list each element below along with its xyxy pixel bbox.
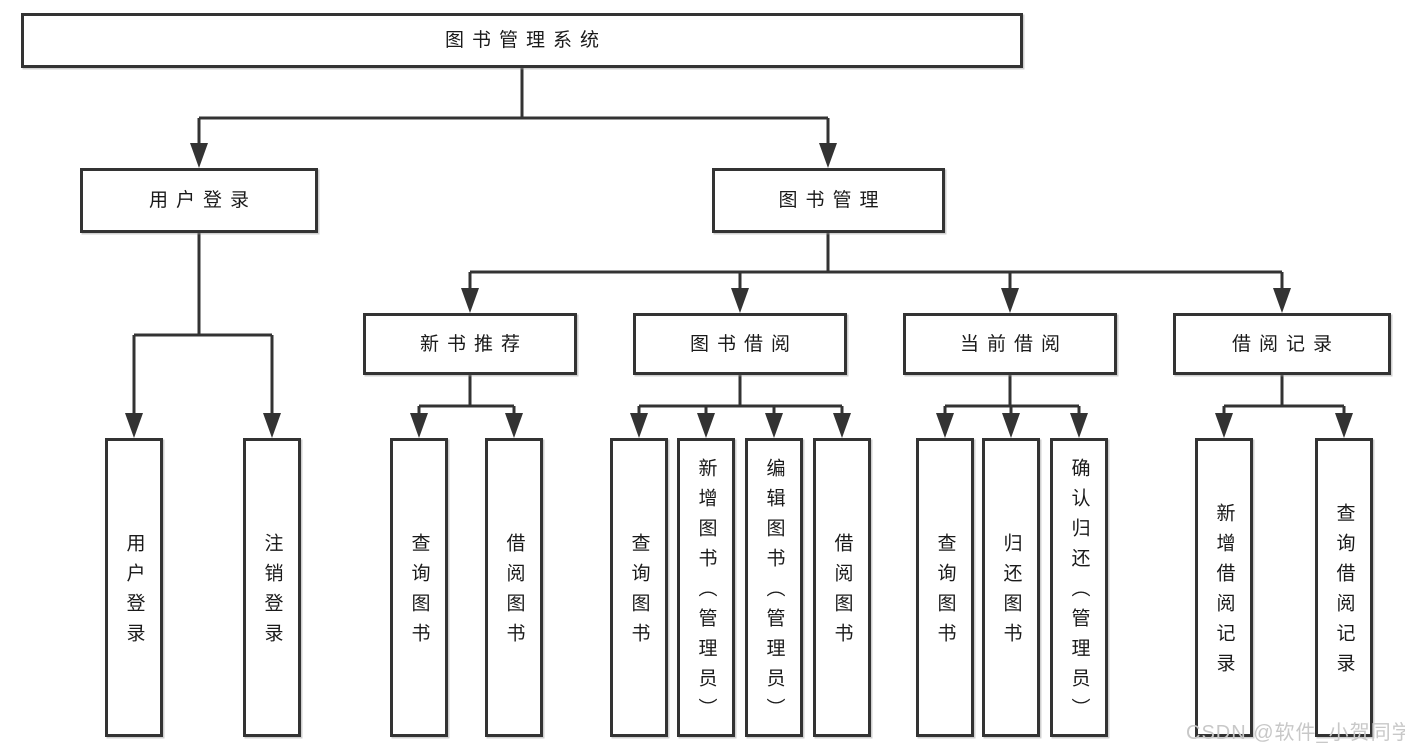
node-user-login: 用户登录: [80, 168, 318, 233]
node-root: 图书管理系统: [21, 13, 1023, 68]
leaf-confirm-return-admin: 确认归还（管理员）: [1050, 438, 1108, 737]
node-book-management: 图书管理: [712, 168, 945, 233]
node-book-borrow: 图书借阅: [633, 313, 847, 375]
leaf-edit-book-admin: 编辑图书（管理员）: [745, 438, 803, 737]
leaf-borrow-book-borrow: 借阅图书: [813, 438, 871, 737]
node-new-book-recommend: 新书推荐: [363, 313, 577, 375]
leaf-logout: 注销登录: [243, 438, 301, 737]
arrowheads: [125, 143, 1353, 438]
watermark: CSDN @软件_小贺同学: [1186, 722, 1405, 744]
node-current-borrow: 当前借阅: [903, 313, 1117, 375]
leaf-add-book-admin: 新增图书（管理员）: [677, 438, 735, 737]
node-borrow-records: 借阅记录: [1173, 313, 1391, 375]
leaf-user-login: 用户登录: [105, 438, 163, 737]
leaf-borrow-book-recommend: 借阅图书: [485, 438, 543, 737]
leaf-query-book-current: 查询图书: [916, 438, 974, 737]
leaf-query-borrow-record: 查询借阅记录: [1315, 438, 1373, 737]
leaf-query-book-recommend: 查询图书: [390, 438, 448, 737]
leaf-return-book: 归还图书: [982, 438, 1040, 737]
leaf-add-borrow-record: 新增借阅记录: [1195, 438, 1253, 737]
leaf-query-book-borrow: 查询图书: [610, 438, 668, 737]
